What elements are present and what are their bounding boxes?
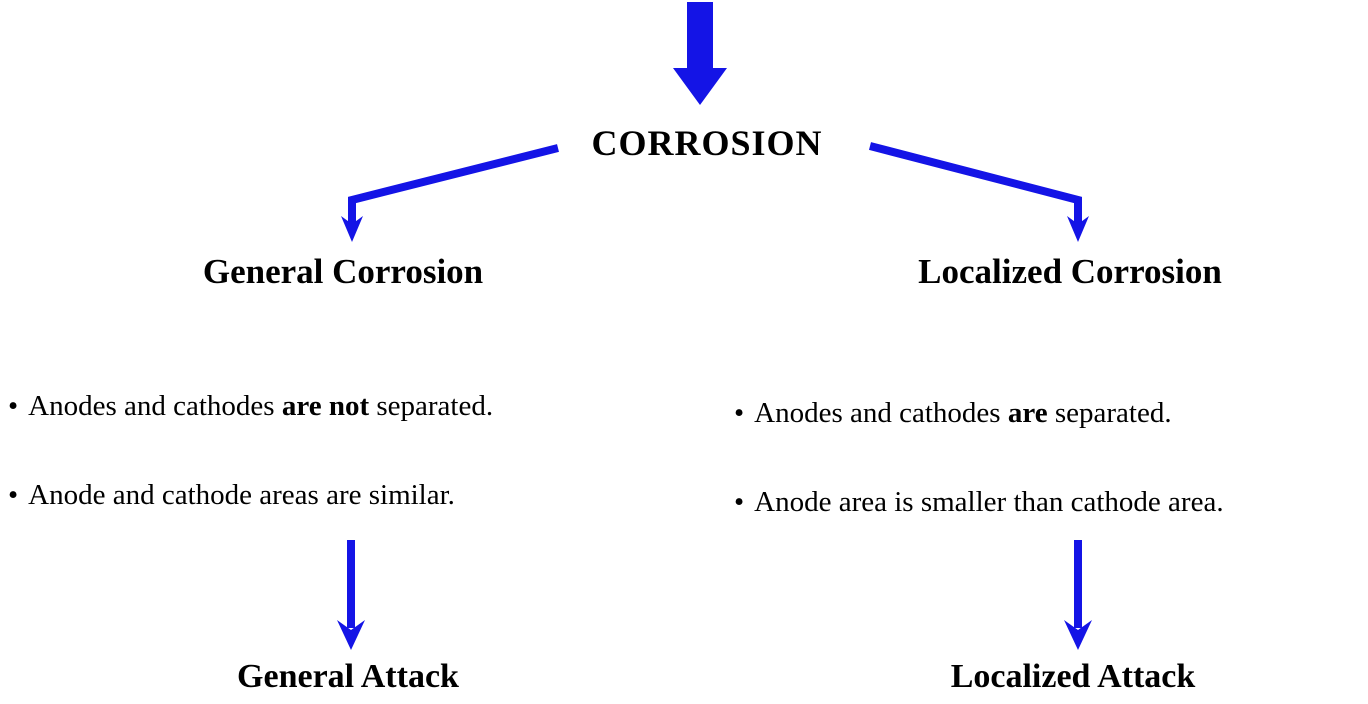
right-bullet-1-bold: are <box>1007 397 1048 429</box>
left-branch-heading: General Corrosion <box>202 252 484 291</box>
down-arrow-icon <box>673 2 727 105</box>
right-bullet-1-pre: Anodes and cathodes <box>754 397 1008 429</box>
right-bullet-1-post: separated. <box>1047 397 1172 429</box>
left-bullet-1-bold: are not <box>281 390 370 422</box>
left-result-arrow-icon <box>337 540 365 650</box>
left-branch-arrow-icon <box>341 144 559 242</box>
right-bullet-2-pre: Anode area is smaller than cathode area. <box>754 486 1224 518</box>
bullet-icon: • <box>8 479 19 511</box>
bullet-icon: • <box>734 486 745 518</box>
left-result-label: General Attack <box>237 658 459 695</box>
left-bullet-1-pre: Anodes and cathodes <box>28 390 282 422</box>
right-bullet-2: • Anode area is smaller than cathode area… <box>734 486 1224 519</box>
left-bullet-1-post: separated. <box>369 390 494 422</box>
bullet-icon: • <box>734 397 745 429</box>
left-bullet-1: • Anodes and cathodes are not separated. <box>8 390 493 423</box>
right-branch-heading: Localized Corrosion <box>918 252 1222 291</box>
right-result-label: Localized Attack <box>950 658 1196 695</box>
right-result-arrow-icon <box>1064 540 1092 650</box>
left-bullet-2-pre: Anode and cathode areas are similar. <box>28 479 455 511</box>
right-bullet-1: • Anodes and cathodes are separated. <box>734 397 1172 430</box>
right-branch-arrow-icon <box>868 142 1089 242</box>
root-title: CORROSION <box>591 123 823 163</box>
bullet-icon: • <box>8 390 19 422</box>
left-bullet-2: • Anode and cathode areas are similar. <box>8 479 455 512</box>
